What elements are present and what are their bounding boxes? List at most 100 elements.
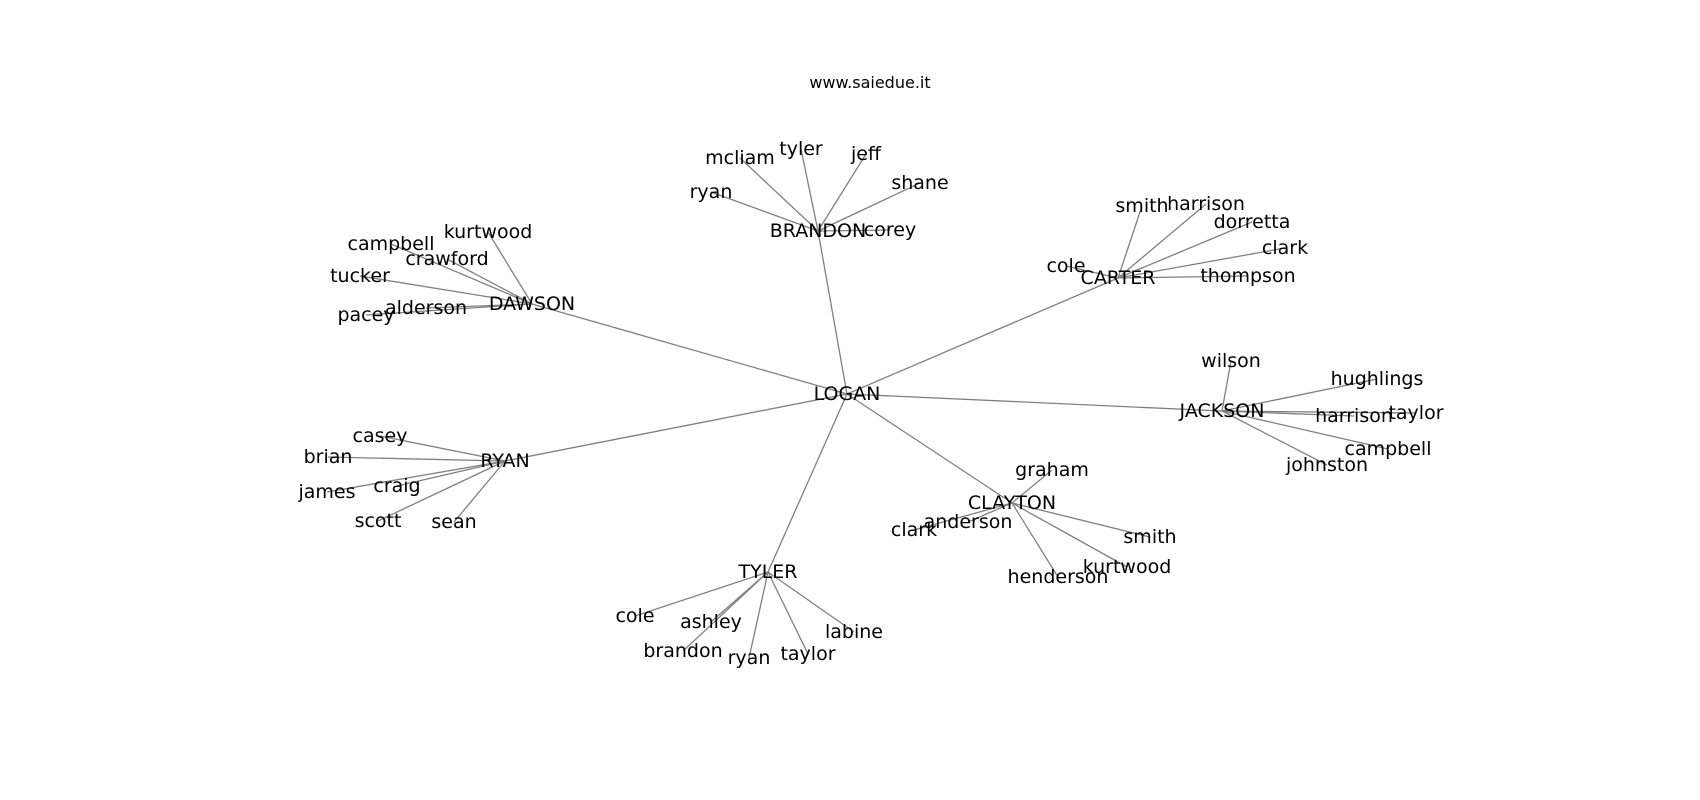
edge-root-brandon <box>817 230 848 395</box>
leaf-node-brandon-shane: shane <box>891 172 948 194</box>
leaf-node-brandon-mcliam: mcliam <box>705 147 775 169</box>
edge-dawson-tucker <box>359 275 533 305</box>
edge-root-carter <box>846 277 1119 395</box>
edge-ryan-craig <box>396 460 506 487</box>
edge-jackson-campbell <box>1221 410 1389 450</box>
edge-clayton-clark <box>913 502 1013 531</box>
leaf-node-brandon-tyler: tyler <box>779 138 823 160</box>
leaf-node-clayton-kurtwood: kurtwood <box>1083 556 1172 578</box>
edge-tyler-ryan <box>748 571 769 659</box>
edge-ryan-scott <box>377 460 506 522</box>
edge-clayton-anderson <box>967 502 1013 523</box>
leaf-node-clayton-graham: graham <box>1015 459 1089 481</box>
leaf-node-dawson-crawford: crawford <box>405 248 488 270</box>
edge-tyler-taylor <box>767 571 809 655</box>
leaf-node-clayton-henderson: henderson <box>1008 566 1109 588</box>
edge-dawson-crawford <box>446 258 533 305</box>
leaf-node-tyler-ashley: ashley <box>680 611 742 633</box>
edge-clayton-smith <box>1011 502 1151 538</box>
edge-brandon-shane <box>817 182 921 232</box>
edge-carter-dorretta <box>1117 221 1253 279</box>
leaf-node-jackson-harrison: harrison <box>1315 405 1393 427</box>
edge-root-jackson <box>846 393 1223 412</box>
edge-carter-cole <box>1065 265 1119 279</box>
edge-jackson-taylor <box>1221 410 1417 414</box>
edge-brandon-mcliam <box>739 157 819 232</box>
leaf-node-ryan-sean: sean <box>431 511 476 533</box>
edge-ryan-sean <box>453 460 506 523</box>
hub-node-clayton: CLAYTON <box>968 492 1056 514</box>
edge-tyler-labine <box>767 571 855 633</box>
leaf-node-tyler-brandon: brandon <box>643 640 722 662</box>
edge-dawson-kurtwood <box>487 231 533 305</box>
edge-brandon-jeff <box>817 153 867 232</box>
hub-node-jackson: JACKSON <box>1179 400 1265 422</box>
leaf-node-dawson-pacey: pacey <box>337 304 394 326</box>
edge-jackson-wilson <box>1221 360 1232 412</box>
hub-node-brandon: BRANDON <box>770 220 866 242</box>
leaf-node-dawson-campbell: campbell <box>348 233 435 255</box>
leaf-node-jackson-hughlings: hughlings <box>1331 368 1424 390</box>
leaf-node-tyler-cole: cole <box>615 605 654 627</box>
leaf-node-brandon-ryan: ryan <box>690 181 733 203</box>
hub-node-ryan: RYAN <box>480 450 529 472</box>
leaf-node-jackson-wilson: wilson <box>1201 350 1261 372</box>
edge-carter-clark <box>1117 247 1286 279</box>
edge-carter-smith <box>1117 205 1143 279</box>
leaf-node-ryan-james: james <box>297 481 355 503</box>
hub-node-carter: CARTER <box>1081 267 1156 289</box>
edge-root-dawson <box>531 303 848 395</box>
edge-brandon-ryan <box>710 191 819 232</box>
leaf-node-ryan-brian: brian <box>304 446 353 468</box>
leaf-node-jackson-johnston: johnston <box>1285 454 1368 476</box>
hub-node-dawson: DAWSON <box>489 293 575 315</box>
edge-dawson-campbell <box>390 243 533 305</box>
edge-ryan-casey <box>379 435 506 462</box>
leaf-node-clayton-anderson: anderson <box>924 511 1013 533</box>
leaf-node-carter-thompson: thompson <box>1200 265 1295 287</box>
leaf-node-brandon-jeff: jeff <box>850 143 882 165</box>
edge-root-ryan <box>504 393 848 462</box>
edge-tyler-cole <box>634 571 769 617</box>
leaf-node-tyler-taylor: taylor <box>780 643 835 665</box>
hub-node-tyler: TYLER <box>737 561 797 583</box>
root-node: LOGAN <box>814 383 881 405</box>
leaf-node-carter-smith: smith <box>1115 195 1168 217</box>
edge-jackson-johnston <box>1221 410 1328 466</box>
edge-carter-harrison <box>1117 203 1207 279</box>
leaf-node-clayton-smith: smith <box>1123 526 1176 548</box>
leaf-node-carter-harrison: harrison <box>1167 193 1245 215</box>
edge-root-tyler <box>767 393 848 573</box>
leaf-node-ryan-scott: scott <box>355 510 402 532</box>
leaf-node-jackson-campbell: campbell <box>1345 438 1432 460</box>
edge-ryan-brian <box>327 456 506 462</box>
leaf-node-carter-clark: clark <box>1262 237 1308 259</box>
leaf-node-dawson-alderson: alderson <box>385 297 467 319</box>
leaf-node-ryan-casey: casey <box>353 425 408 447</box>
edge-ryan-james <box>326 460 506 493</box>
leaf-node-tyler-labine: labine <box>825 621 883 643</box>
graph-title: www.saiedue.it <box>809 73 930 92</box>
edge-clayton-henderson <box>1011 502 1059 578</box>
leaf-node-dawson-kurtwood: kurtwood <box>444 221 533 243</box>
leaf-node-jackson-taylor: taylor <box>1388 402 1443 424</box>
edge-clayton-graham <box>1011 469 1053 504</box>
leaf-node-clayton-clark: clark <box>891 519 937 541</box>
edge-dawson-pacey <box>365 303 533 316</box>
edge-jackson-hughlings <box>1221 378 1378 412</box>
leaf-node-tyler-ryan: ryan <box>728 647 771 669</box>
leaf-node-dawson-tucker: tucker <box>330 265 390 287</box>
leaf-node-carter-dorretta: dorretta <box>1214 211 1291 233</box>
edge-brandon-tyler <box>800 148 819 232</box>
edge-clayton-kurtwood <box>1011 502 1128 568</box>
leaf-node-ryan-craig: craig <box>373 475 420 497</box>
edges <box>326 148 1417 659</box>
edge-carter-thompson <box>1117 275 1249 279</box>
edge-brandon-corey <box>817 229 891 232</box>
edge-tyler-brandon <box>682 571 769 652</box>
leaf-node-carter-cole: cole <box>1046 255 1085 277</box>
leaf-node-brandon-corey: corey <box>864 219 916 241</box>
edge-root-clayton <box>846 393 1013 504</box>
